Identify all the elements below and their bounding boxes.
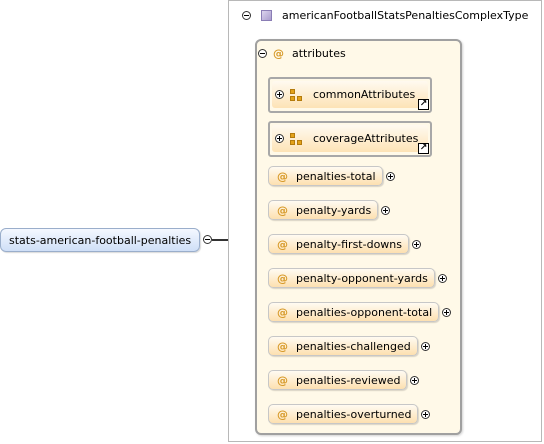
attribute-pill[interactable]: @ penalty-yards <box>268 200 379 220</box>
attribute-label: penalty-yards <box>296 203 372 217</box>
attribute-at-icon: @ <box>277 237 288 251</box>
attribute-label: penalties-challenged <box>296 339 411 353</box>
complex-type-name: americanFootballStatsPenaltiesComplexTyp… <box>282 8 529 22</box>
plus-circle-icon[interactable] <box>275 134 284 143</box>
attribute-at-icon: @ <box>277 373 288 387</box>
attribute-item-penalties-opponent-total[interactable]: @ penalties-opponent-total <box>268 301 452 323</box>
attribute-at-icon: @ <box>273 46 284 60</box>
attribute-pill[interactable]: @ penalty-first-downs <box>268 234 409 254</box>
attribute-group-icon <box>290 132 303 145</box>
complex-type-header: americanFootballStatsPenaltiesComplexTyp… <box>242 6 528 24</box>
attribute-label: penalty-opponent-yards <box>296 271 428 285</box>
plus-circle-icon[interactable] <box>410 375 420 385</box>
minus-circle-icon[interactable] <box>242 10 251 20</box>
minus-circle-icon[interactable] <box>203 235 212 244</box>
plus-circle-icon[interactable] <box>442 307 452 317</box>
attribute-label: penalties-opponent-total <box>296 305 433 319</box>
attribute-label: penalties-total <box>296 169 376 183</box>
attribute-group-icon <box>290 88 303 101</box>
attribute-item-penalties-reviewed[interactable]: @ penalties-reviewed <box>268 369 420 391</box>
plus-circle-icon[interactable] <box>412 239 421 249</box>
attribute-at-icon: @ <box>277 305 288 319</box>
attribute-pill[interactable]: @ penalty-opponent-yards <box>268 268 435 288</box>
attribute-group-ref-label: coverageAttributes <box>313 132 419 145</box>
attribute-at-icon: @ <box>277 203 288 217</box>
root-element-node[interactable]: stats-american-football-penalties <box>0 228 200 252</box>
attribute-item-penalty-yards[interactable]: @ penalty-yards <box>268 199 391 221</box>
plus-circle-icon[interactable] <box>421 409 431 419</box>
plus-circle-icon[interactable] <box>385 171 395 181</box>
attribute-at-icon: @ <box>277 169 288 183</box>
attribute-item-penalties-overturned[interactable]: @ penalties-overturned <box>268 403 431 425</box>
attribute-pill[interactable]: @ penalties-challenged <box>268 336 418 356</box>
complex-type-icon <box>261 9 272 21</box>
attribute-item-penalty-first-downs[interactable]: @ penalty-first-downs <box>268 233 421 255</box>
attribute-at-icon: @ <box>277 271 288 285</box>
root-element-label: stats-american-football-penalties <box>9 233 192 247</box>
reference-link-icon[interactable]: ↗ <box>418 99 429 110</box>
attributes-label: attributes <box>292 46 346 60</box>
attribute-group-ref-common[interactable]: commonAttributes ↗ <box>268 77 432 113</box>
attribute-pill[interactable]: @ penalties-reviewed <box>268 370 408 390</box>
attribute-item-penalty-opponent-yards[interactable]: @ penalty-opponent-yards <box>268 267 447 289</box>
attribute-label: penalties-reviewed <box>296 373 401 387</box>
attribute-pill[interactable]: @ penalties-overturned <box>268 404 419 424</box>
attribute-pill[interactable]: @ penalties-total <box>268 166 383 186</box>
plus-circle-icon[interactable] <box>420 341 430 351</box>
attribute-at-icon: @ <box>277 407 288 421</box>
attribute-label: penalty-first-downs <box>296 237 402 251</box>
attributes-header: @ attributes <box>258 44 346 62</box>
plus-circle-icon[interactable] <box>437 273 447 283</box>
attribute-group-ref-label: commonAttributes <box>313 88 416 101</box>
attribute-item-penalties-challenged[interactable]: @ penalties-challenged <box>268 335 430 357</box>
attribute-group-ref-coverage[interactable]: coverageAttributes ↗ <box>268 121 432 157</box>
attribute-label: penalties-overturned <box>296 407 412 421</box>
minus-circle-icon[interactable] <box>258 48 267 58</box>
plus-circle-icon[interactable] <box>275 90 284 99</box>
attribute-item-penalties-total[interactable]: @ penalties-total <box>268 165 395 187</box>
reference-link-icon[interactable]: ↗ <box>418 143 429 154</box>
plus-circle-icon[interactable] <box>381 205 391 215</box>
attribute-pill[interactable]: @ penalties-opponent-total <box>268 302 440 322</box>
attribute-at-icon: @ <box>277 339 288 353</box>
